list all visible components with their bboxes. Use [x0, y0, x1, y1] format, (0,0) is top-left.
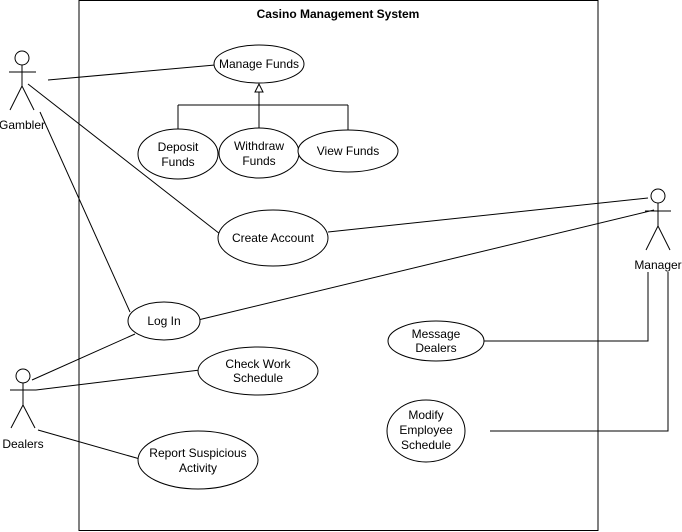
actor-label: Gambler [0, 118, 45, 132]
use-case-view-funds[interactable]: View Funds [297, 129, 399, 173]
use-case-withdraw-funds[interactable]: Withdraw Funds [218, 127, 300, 179]
actor-head [650, 188, 666, 204]
system-title: Casino Management System [257, 7, 420, 21]
actor-head [15, 368, 31, 384]
manager-message-dealers-line [484, 272, 649, 342]
use-case-label: Report Suspicious [149, 446, 246, 460]
use-case-manage-funds[interactable]: Manage Funds [213, 44, 305, 84]
use-case-label: Funds [242, 154, 275, 168]
gambler-manage-funds-line [47, 64, 216, 81]
use-case-label: Message [412, 327, 461, 341]
dealers-log-in-line [31, 333, 136, 381]
use-case-label: Log In [147, 314, 180, 328]
use-case-label: Activity [179, 461, 217, 475]
associations [27, 64, 669, 460]
use-case-label: Check Work [225, 357, 291, 371]
use-case-label: Schedule [233, 371, 283, 385]
use-case-deposit-funds[interactable]: Deposit Funds [137, 128, 219, 180]
actor-gambler[interactable]: Gambler [0, 50, 45, 132]
use-case-report-suspicious-activity[interactable]: Report Suspicious Activity [137, 430, 259, 490]
actor-label: Manager [634, 258, 681, 272]
generalization-arrowhead [254, 82, 264, 93]
use-case-label: Manage Funds [219, 57, 299, 71]
use-case-label: Create Account [232, 231, 315, 245]
use-case-label: Modify [408, 408, 443, 422]
use-case-label: Employee [399, 423, 453, 437]
use-case-message-dealers[interactable]: Message Dealers [387, 320, 485, 362]
manager-log-in-line [197, 209, 655, 321]
use-case-log-in[interactable]: Log In [127, 301, 201, 341]
use-case-label: Funds [161, 155, 194, 169]
manager-modify-schedule-line [490, 272, 669, 432]
actor-label: Dealers [2, 437, 43, 451]
actor-manager[interactable]: Manager [634, 188, 682, 272]
use-case-label: Schedule [401, 438, 451, 452]
use-case-modify-employee-schedule[interactable]: Modify Employee Schedule [386, 399, 466, 463]
actor-head [14, 50, 30, 66]
generalization [177, 82, 349, 130]
gambler-create-account-line [27, 83, 221, 235]
use-case-label: Deposit [158, 140, 199, 154]
system-boundary [78, 0, 599, 531]
use-case-label: Withdraw [234, 139, 284, 153]
use-case-create-account[interactable]: Create Account [217, 209, 329, 267]
dealers-report-line [37, 429, 141, 460]
use-case-check-work-schedule[interactable]: Check Work Schedule [197, 346, 319, 396]
manager-create-account-line [327, 197, 649, 233]
actor-dealers[interactable]: Dealers [2, 368, 44, 451]
dealers-check-schedule-line [35, 369, 201, 391]
use-case-label: Dealers [415, 341, 456, 355]
gambler-log-in-line [39, 111, 131, 313]
use-case-label: View Funds [317, 144, 379, 158]
